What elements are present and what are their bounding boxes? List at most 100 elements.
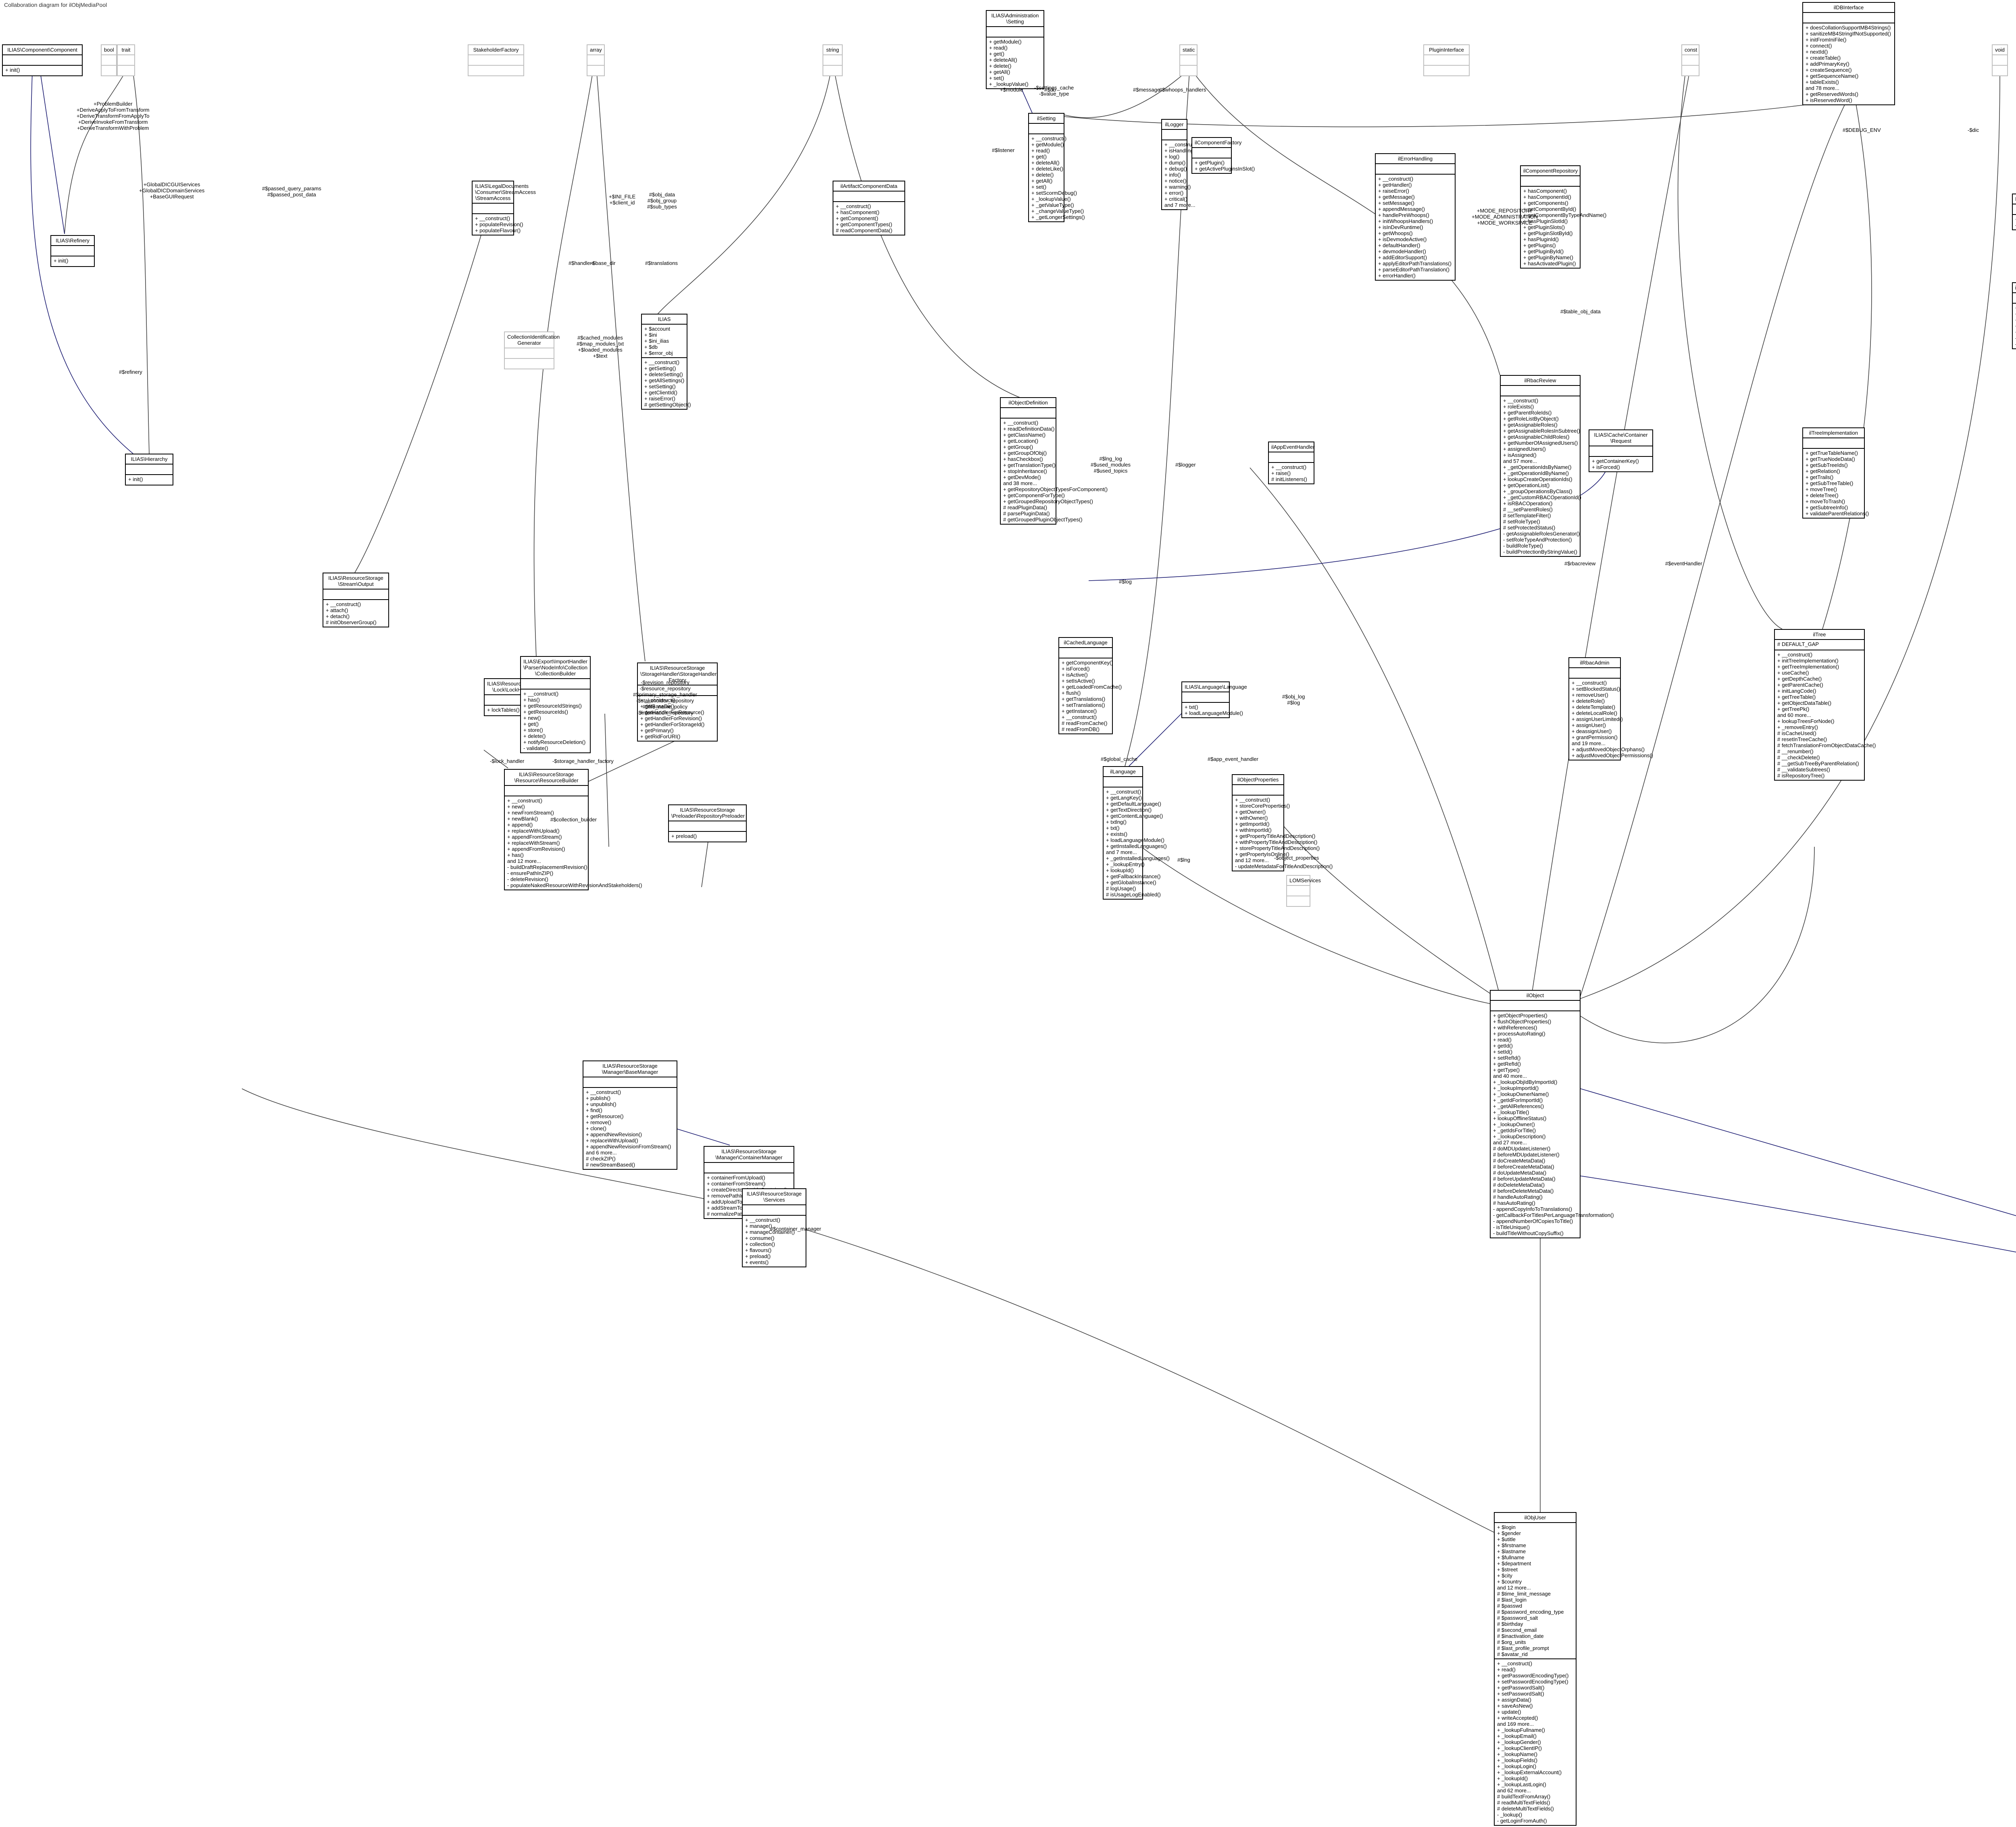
class-name: ilLogger <box>1162 120 1187 130</box>
class-operations: + getTrueTableName() + getTrueNodeData()… <box>1806 450 1869 517</box>
edge-label: #$global_cache <box>1101 756 1138 762</box>
class-name: ILIAS\ResourceStorage \Manager\Container… <box>704 1147 793 1163</box>
edge-label: -$lock_handler <box>490 758 525 764</box>
class-name: ilLanguage <box>1104 767 1142 777</box>
class-operations <box>469 66 523 75</box>
class-operations: + init() <box>5 67 20 73</box>
class-box-ilobject[interactable]: ilObject+ getObjectProperties() + flushO… <box>1490 990 1614 1238</box>
class-operations <box>1682 66 1699 75</box>
class-attributes <box>2013 293 2016 304</box>
class-box-component[interactable]: ILIAS\Component\Component+ init() <box>2 44 83 76</box>
class-box-cache_request[interactable]: ILIAS\Cache\Container \Request+ getConta… <box>1589 429 1653 472</box>
class-operations: + __construct() + storeCoreProperties() … <box>1235 797 1333 869</box>
class-box-const[interactable]: const <box>1681 44 1699 76</box>
edge-label: #$table_obj_data <box>1560 308 1601 315</box>
class-attributes <box>1162 130 1187 140</box>
class-box-string[interactable]: string <box>823 44 843 76</box>
class-box-refinery[interactable]: ILIAS\Refinery+ init() <box>50 235 95 267</box>
class-box-storagefactory[interactable]: ILIAS\ResourceStorage \StorageHandler\St… <box>637 662 718 742</box>
class-box-stream_output[interactable]: ILIAS\ResourceStorage \Stream\Output+ __… <box>323 573 389 627</box>
class-box-dbiface[interactable]: ilDBInterface+ doesCollationSupportMB4St… <box>1802 2 1895 105</box>
class-box-services[interactable]: ILIAS\ResourceStorage \Services+ __const… <box>742 1188 806 1267</box>
class-name: ILIAS\ResourceStorage \Services <box>743 1189 806 1205</box>
class-box-plugin_iface[interactable]: PluginInterface <box>1423 44 1470 76</box>
class-name: array <box>587 45 604 55</box>
edge-label: +$module <box>1000 87 1023 93</box>
class-box-objprops[interactable]: ilObjectProperties+ __construct() + stor… <box>1232 774 1333 871</box>
class-operations: + __construct() + removeEntriesFromTable… <box>2013 304 2016 348</box>
class-attributes <box>1993 55 2007 66</box>
class-attributes <box>126 465 173 475</box>
class-box-cronreminder[interactable]: ilCronDeleteInactiveUserReminderMail+ __… <box>2012 282 2016 349</box>
class-operations <box>587 66 604 75</box>
class-attributes <box>704 1163 793 1173</box>
class-attributes <box>505 786 588 796</box>
class-box-comprepo[interactable]: ilComponentRepository+ hasComponent() + … <box>1520 165 1606 269</box>
class-box-compfactory[interactable]: ilComponentFactory+ getPlugin() + getAct… <box>1191 137 1255 174</box>
class-operations <box>1424 66 1469 75</box>
class-box-basemanager[interactable]: ILIAS\ResourceStorage \Manager\BaseManag… <box>583 1060 677 1170</box>
edge-label: #$translations <box>645 260 678 266</box>
class-operations <box>505 359 554 369</box>
class-box-ilsetting[interactable]: ilSetting+ __construct() + getModule() +… <box>1028 113 1085 222</box>
class-box-hierarchy[interactable]: ILIAS\Hierarchy+ init() <box>125 454 173 485</box>
class-name: bool <box>102 45 116 55</box>
class-box-cachedlang[interactable]: ilCachedLanguage+ getComponentKey() + is… <box>1058 637 1122 734</box>
class-name: ILIAS\Export\ImportHandler \Parser\NodeI… <box>521 657 590 679</box>
class-box-bool[interactable]: bool <box>101 44 117 76</box>
class-operations: + doesCollationSupportMB4Strings() + san… <box>1806 25 1891 103</box>
class-operations: + __construct() + attach() + detach() # … <box>326 601 377 625</box>
class-box-artifact[interactable]: ilArtifactComponentData+ __construct() +… <box>833 181 905 235</box>
class-box-rbacadmin[interactable]: ilRbacAdmin+ __construct() + setBlockedS… <box>1568 657 1653 760</box>
class-attributes <box>51 246 94 256</box>
class-operations: + __construct() + has() + getResourceIdS… <box>523 691 586 751</box>
class-operations: + txt() + loadLanguageModule() <box>1185 704 1243 716</box>
edge-label: #$db <box>1044 87 1056 93</box>
class-box-objdef[interactable]: ilObjectDefinition+ __construct() + read… <box>1000 397 1108 525</box>
class-box-legaldocs[interactable]: ILIAS\LegalDocuments \Consumer\StreamAcc… <box>472 181 536 235</box>
class-box-collid[interactable]: CollectionIdentification Generator <box>504 331 560 369</box>
class-operations: + preload() <box>671 833 697 839</box>
class-attributes <box>2013 204 2016 215</box>
class-name: LOMServices <box>1287 876 1321 886</box>
class-attributes <box>1269 452 1314 463</box>
class-box-objectdic[interactable]: ILIAS\Repository\Object\ilObjectDIC+ dic… <box>2012 194 2016 230</box>
edge-label: -$dic <box>1968 127 1979 133</box>
class-box-errorhandling[interactable]: ilErrorHandling+ __construct() + getHand… <box>1375 153 1456 281</box>
class-box-collbuilder[interactable]: ILIAS\Export\ImportHandler \Parser\NodeI… <box>520 656 591 753</box>
class-box-resbuilder[interactable]: ILIAS\ResourceStorage \Resource\Resource… <box>504 769 642 890</box>
class-box-array[interactable]: array <box>587 44 605 76</box>
class-attributes <box>505 348 554 359</box>
class-box-stakeholder[interactable]: StakeholderFactory <box>468 44 524 76</box>
class-operations <box>118 66 134 75</box>
class-box-illogger[interactable]: ilLogger+ __construct() + isHandling() +… <box>1161 119 1200 210</box>
class-attributes <box>1803 438 1864 449</box>
class-box-void[interactable]: void <box>1992 44 2008 76</box>
edge-label: #$lng <box>1177 857 1190 863</box>
class-box-trait[interactable]: trait <box>117 44 135 76</box>
class-box-appevent[interactable]: ilAppEventHandler+ __construct() + raise… <box>1268 442 1315 484</box>
class-attributes: # DEFAULT_GAP <box>1775 640 1864 650</box>
class-name: ilErrorHandling <box>1376 154 1455 164</box>
class-attributes <box>1180 55 1197 66</box>
class-box-rbacreview[interactable]: ilRbacReview+ __construct() + roleExists… <box>1500 375 1581 557</box>
class-attributes <box>823 55 842 66</box>
class-box-treeimpl[interactable]: ilTreeImplementation+ getTrueTableName()… <box>1802 427 1869 519</box>
class-attributes <box>521 679 590 690</box>
class-box-lomservices[interactable]: LOMServices <box>1286 875 1321 907</box>
class-name: ILIAS\LegalDocuments \Consumer\StreamAcc… <box>473 181 536 204</box>
class-box-admin_setting[interactable]: ILIAS\Administration \Setting+ getModule… <box>986 10 1044 89</box>
class-box-static[interactable]: static <box>1179 44 1198 76</box>
class-box-preloader[interactable]: ILIAS\ResourceStorage \Preloader\Reposit… <box>668 804 747 842</box>
class-box-ilias[interactable]: ILIAS+ $account + $ini + $ini_ilias + $d… <box>641 314 691 410</box>
class-name: ilRbacAdmin <box>1569 658 1620 668</box>
class-attributes <box>473 204 513 214</box>
edge-label: +$INI_FILE +$client_id <box>609 194 636 206</box>
class-operations <box>1180 66 1197 75</box>
class-box-ilobjuser[interactable]: ilObjUser+ $login + $gender + $utitle + … <box>1494 1512 1577 1826</box>
class-box-lang_iface[interactable]: ILIAS\Language\Language+ txt() + loadLan… <box>1181 681 1247 718</box>
class-name: CollectionIdentification Generator <box>505 332 560 348</box>
class-box-treeclass[interactable]: ilTree# DEFAULT_GAP+ __construct() + ini… <box>1774 629 1876 781</box>
class-attributes <box>1424 55 1469 66</box>
class-box-illanguage[interactable]: ilLanguage+ __construct() + getLangKey()… <box>1103 766 1170 900</box>
